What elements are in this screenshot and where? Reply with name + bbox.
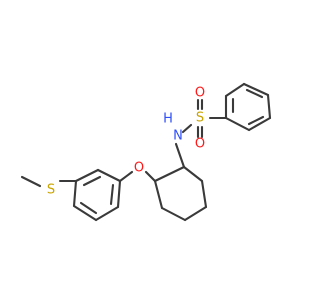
thioether-bonds (20, 175, 78, 188)
atom-labels: S O O H N O S (47, 86, 205, 198)
sulfonyl-oxygen-top-label: O (195, 86, 205, 101)
bond-skeleton (20, 82, 272, 222)
ether-oxygen-label: O (134, 161, 144, 176)
amide-nitrogen-label: N (173, 129, 183, 144)
sulfonyl-oxygen-bottom-label: O (195, 137, 205, 152)
thioether-sulfur-label: S (47, 183, 55, 198)
sulfonyl-sulfur-label: S (196, 111, 204, 126)
amide-hydrogen-label: H (163, 112, 173, 127)
ether-bonds (118, 170, 157, 183)
phenyl-ring (224, 82, 272, 132)
molecule-canvas: S O O H N O S (20, 82, 272, 222)
sulfonyl-bonds (181, 98, 228, 139)
cyclohexyl-ring (153, 142, 208, 222)
molecule-structure: S O O H N O S (20, 82, 272, 222)
aryl-ring (72, 168, 122, 222)
